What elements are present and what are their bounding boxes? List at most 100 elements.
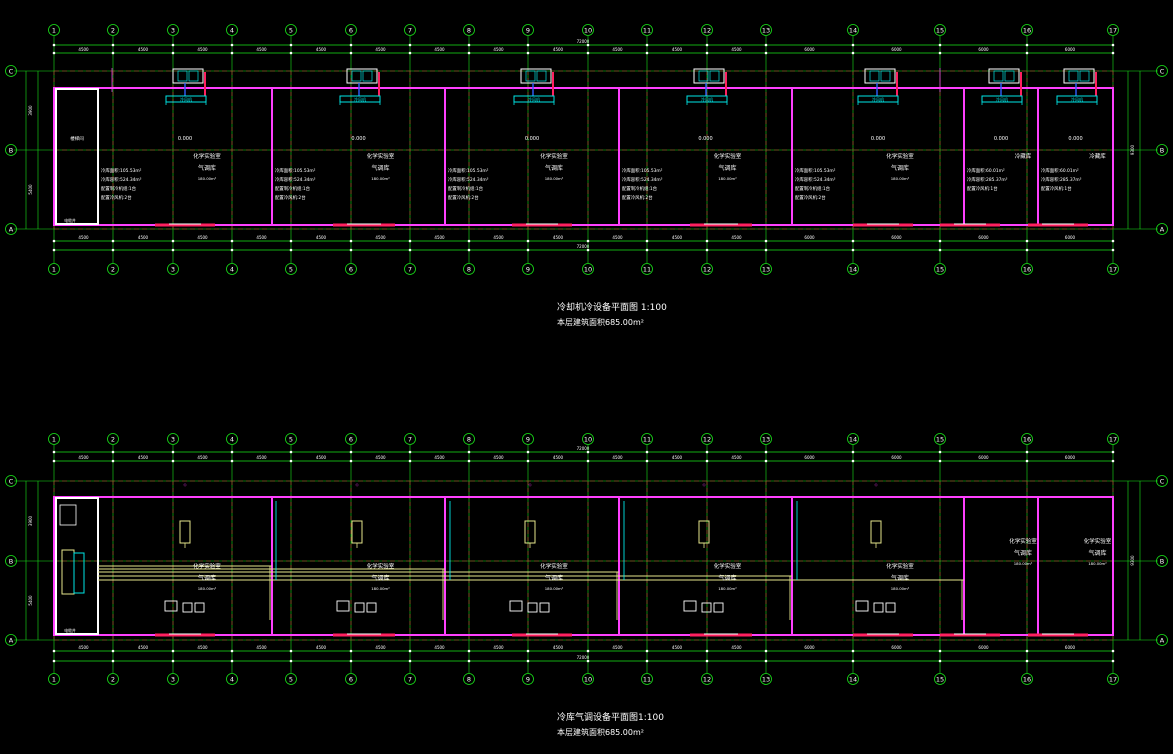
grid-bubble-label: 14 <box>849 676 857 684</box>
dimension-tick <box>171 450 175 454</box>
dimension-text: 4500 <box>375 47 386 52</box>
grid-bubble <box>582 433 594 445</box>
dimension-tick <box>408 649 412 653</box>
grid-bubble-label: 11 <box>643 27 651 35</box>
valve-tag: ◇ <box>183 482 187 487</box>
dimension-tick <box>408 239 412 243</box>
dimension-tick <box>111 239 115 243</box>
grid-bubble-label: 11 <box>643 676 651 684</box>
room-spec-note: 冷库容积:524.34m³ <box>622 176 663 183</box>
analyzer-unit <box>701 602 712 613</box>
room-spec-note: 冷库面积:105.53m² <box>448 167 489 174</box>
grid-bubble <box>847 433 859 445</box>
grid-bubble-label: 7 <box>408 266 412 274</box>
dimension-tick <box>1025 248 1029 252</box>
dimension-tick <box>111 659 115 663</box>
room-subname: 气调库 <box>198 164 216 172</box>
grid-bubble <box>847 24 859 36</box>
stair-core-wall <box>55 88 99 225</box>
dimension-text: 4500 <box>672 235 683 240</box>
dimension-text: 4500 <box>731 645 742 650</box>
dimension-text: 4500 <box>316 235 327 240</box>
dimension-text: 4500 <box>493 47 504 52</box>
analyzer-unit <box>683 600 697 612</box>
dimension-text: 6000 <box>978 645 989 650</box>
row-bubble <box>5 223 17 235</box>
grid-bubble-label: 4 <box>230 266 234 274</box>
room-spec-note: 配置冷风机:2台 <box>101 194 132 201</box>
dimension-tick <box>171 248 175 252</box>
condensing-unit <box>693 68 725 84</box>
grid-bubble <box>463 263 475 275</box>
room-area: 180.00m² <box>198 586 217 591</box>
dimension-tick <box>705 239 709 243</box>
room-spec-note: 冷库面积:60.01m² <box>1041 167 1079 174</box>
dimension-tick <box>938 450 942 454</box>
row-bubble <box>5 634 17 646</box>
grid-bubble <box>463 24 475 36</box>
dimension-tick <box>230 239 234 243</box>
dimension-tick <box>171 659 175 663</box>
dimension-tick <box>764 51 768 55</box>
condensing-unit <box>988 68 1020 84</box>
room-spec-note: 冷库面积:105.53m² <box>275 167 316 174</box>
dimension-text: 4500 <box>672 455 683 460</box>
room-spec-note: 冷库面积:105.53m² <box>622 167 663 174</box>
room-subname: 气调库 <box>545 164 563 172</box>
unit-cooler <box>981 95 1023 103</box>
dimension-tick <box>1025 459 1029 463</box>
room-name: 化学实验室 <box>540 562 568 570</box>
dimension-tick <box>1111 248 1115 252</box>
dimension-tick <box>349 659 353 663</box>
side-dim-text: 5400 <box>28 595 33 606</box>
dimension-tick <box>289 51 293 55</box>
row-bubble <box>5 65 17 77</box>
grid-bubble-label: 17 <box>1109 436 1117 444</box>
grid-bubble-label: 12 <box>703 27 711 35</box>
unit-cooler-tag: 冷风机 <box>354 96 366 102</box>
dimension-text: 4500 <box>316 645 327 650</box>
unit-fan <box>536 70 547 82</box>
grid-bubble-label: 15 <box>936 436 944 444</box>
room-spec-note: 冷库容积:524.34m³ <box>101 176 142 183</box>
room-name: 化学实验室 <box>367 562 395 570</box>
room-name: 冷藏库 <box>1089 152 1106 160</box>
dimension-text: 6000 <box>804 645 815 650</box>
dimension-tick <box>52 51 56 55</box>
dimension-text: 4500 <box>197 47 208 52</box>
grid-bubble-label: 7 <box>408 676 412 684</box>
grid-bubble <box>463 433 475 445</box>
unit-fan <box>362 70 373 82</box>
grid-bubble <box>522 24 534 36</box>
room-elevation-tag: 0.000 <box>351 136 365 142</box>
grid-bubble <box>1021 24 1033 36</box>
grid-bubble-label: 15 <box>936 266 944 274</box>
grid-bubble <box>107 24 119 36</box>
condensing-unit <box>864 68 896 84</box>
dimension-tick <box>349 43 353 47</box>
grid-bubble <box>345 673 357 685</box>
room-spec-note: 冷库面积:105.53m² <box>795 167 836 174</box>
dimension-tick <box>111 450 115 454</box>
room-name: 冷藏库 <box>1015 152 1032 160</box>
grid-bubble-label: 17 <box>1109 676 1117 684</box>
dimension-tick <box>349 51 353 55</box>
dimension-tick <box>52 248 56 252</box>
dimension-tick <box>764 659 768 663</box>
dimension-text: 6000 <box>891 235 902 240</box>
dimension-tick <box>52 459 56 463</box>
grid-bubble-label: 8 <box>467 436 471 444</box>
grid-bubble <box>167 24 179 36</box>
dimension-tick <box>1111 659 1115 663</box>
dimension-text: 4500 <box>138 47 149 52</box>
dimension-tick <box>586 659 590 663</box>
dimension-text: 4500 <box>256 455 267 460</box>
condensing-unit <box>520 68 552 84</box>
plan-controlled-atmosphere: 4500450045004500450045004500450045004500… <box>5 433 1168 685</box>
row-bubble-label: B <box>1160 558 1164 566</box>
dimension-tick <box>526 239 530 243</box>
dimension-text: 4500 <box>434 645 445 650</box>
grid-bubble-label: 11 <box>643 436 651 444</box>
valve-tag: ◇ <box>874 482 878 487</box>
room-spec-note: 配置制冷机组:1台 <box>275 185 311 192</box>
